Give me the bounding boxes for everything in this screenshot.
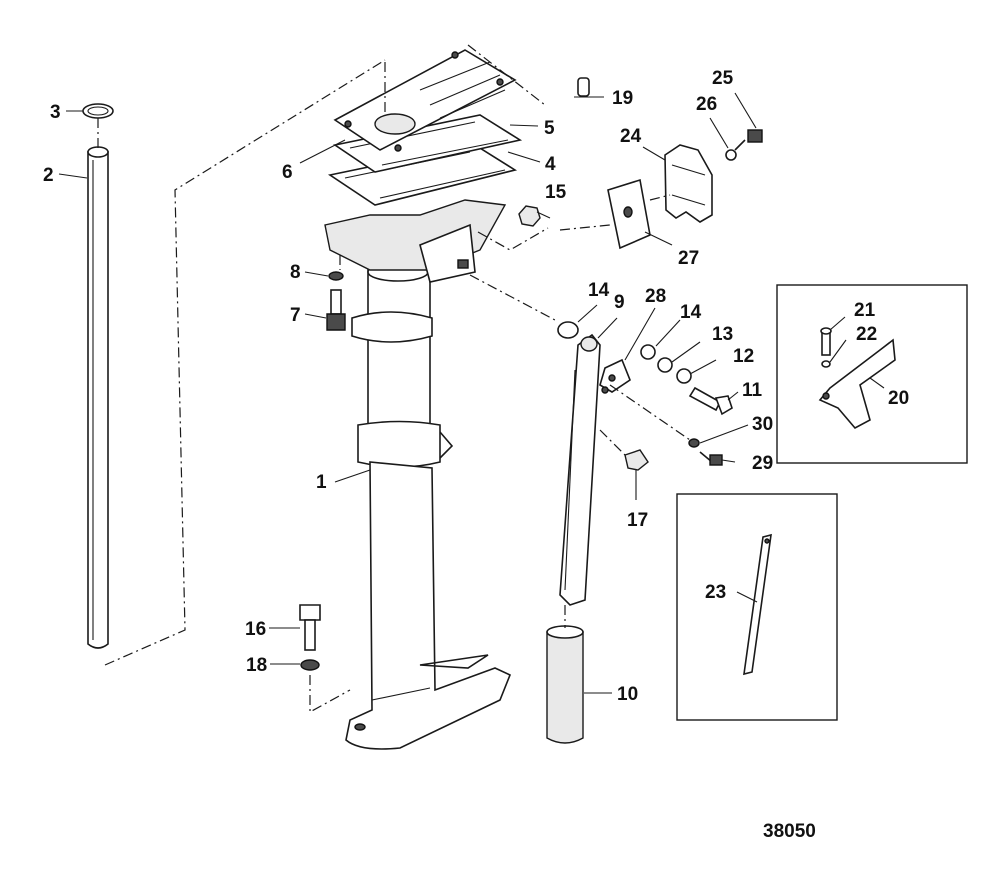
callout-4: 4: [545, 154, 556, 175]
part-11-bolt: [688, 386, 733, 416]
leader-lines: [58, 92, 885, 694]
callout-19: 19: [612, 88, 633, 109]
part-20-bracket: [818, 338, 896, 430]
callout-12: 12: [733, 346, 754, 367]
part-1-housing: [345, 262, 512, 750]
callout-11: 11: [742, 380, 763, 401]
part-21-screw: [820, 327, 832, 356]
callout-6: 6: [282, 162, 293, 183]
callout-21: 21: [854, 300, 876, 321]
callout-25: 25: [712, 68, 734, 89]
callout-15: 15: [545, 182, 567, 203]
callout-16: 16: [245, 619, 266, 640]
callout-14-right: 14: [680, 302, 702, 323]
callout-8: 8: [290, 262, 301, 283]
part-9-tiller-arm: [559, 333, 601, 606]
callout-20: 20: [888, 388, 909, 409]
inset-box-link-rod: [676, 493, 838, 721]
callout-23: 23: [705, 582, 726, 603]
callout-14-left: 14: [588, 280, 610, 301]
part-27-plate: [607, 178, 651, 250]
leader-27: [559, 194, 671, 231]
callout-18: 18: [246, 655, 267, 676]
part-28-bracket: [599, 358, 631, 394]
part-29-screw: [699, 451, 723, 466]
part-16-bolt: [299, 604, 321, 651]
callout-3: 3: [50, 102, 61, 123]
callout-7: 7: [290, 305, 301, 326]
part-26-washer: [725, 149, 737, 161]
part-18-washer: [300, 659, 320, 671]
callout-2: 2: [43, 165, 54, 186]
part-6-top-plate: [333, 49, 517, 152]
part-7-screw: [326, 289, 346, 331]
callout-22: 22: [856, 324, 877, 345]
part-15-nut: [518, 205, 541, 227]
part-25-screw: [734, 129, 763, 151]
housing-top-block: [324, 199, 507, 283]
part-10-grip: [546, 625, 584, 744]
part-13-washer: [657, 357, 673, 373]
callout-9: 9: [614, 292, 625, 313]
figure-number: 38050: [763, 821, 816, 842]
callout-10: 10: [617, 684, 638, 705]
part-19-pin: [577, 77, 590, 97]
part-3-o-ring: [82, 103, 114, 119]
part-2-tube: [87, 146, 109, 649]
axis-line-30: [609, 384, 691, 441]
callout-27: 27: [678, 248, 699, 269]
callout-30: 30: [752, 414, 773, 435]
part-12-washer: [676, 368, 692, 384]
axis-line-tiller: [469, 274, 556, 321]
inset-box-bracket: [776, 284, 968, 464]
part-30-nut: [688, 438, 700, 448]
axis-line-16: [309, 675, 351, 714]
callout-5: 5: [544, 118, 555, 139]
part-24-bracket: [664, 144, 713, 223]
callout-29: 29: [752, 453, 773, 474]
part-23-link-rod: [743, 533, 772, 676]
alignment-bracket-left: [104, 59, 386, 666]
callout-24: 24: [620, 126, 642, 147]
callout-13: 13: [712, 324, 733, 345]
callout-1: 1: [316, 472, 327, 493]
callout-17: 17: [627, 510, 648, 531]
callout-28: 28: [645, 286, 666, 307]
callout-26: 26: [696, 94, 717, 115]
axis-line-pin: [467, 44, 546, 106]
part-8-washer: [328, 271, 344, 281]
part-14-washer-right: [640, 344, 656, 360]
part-17-knob: [624, 449, 649, 471]
axis-line-17: [599, 429, 629, 459]
part-22-washer: [821, 360, 831, 368]
part-14-washer-left: [557, 321, 579, 339]
leader-15: [477, 227, 549, 251]
